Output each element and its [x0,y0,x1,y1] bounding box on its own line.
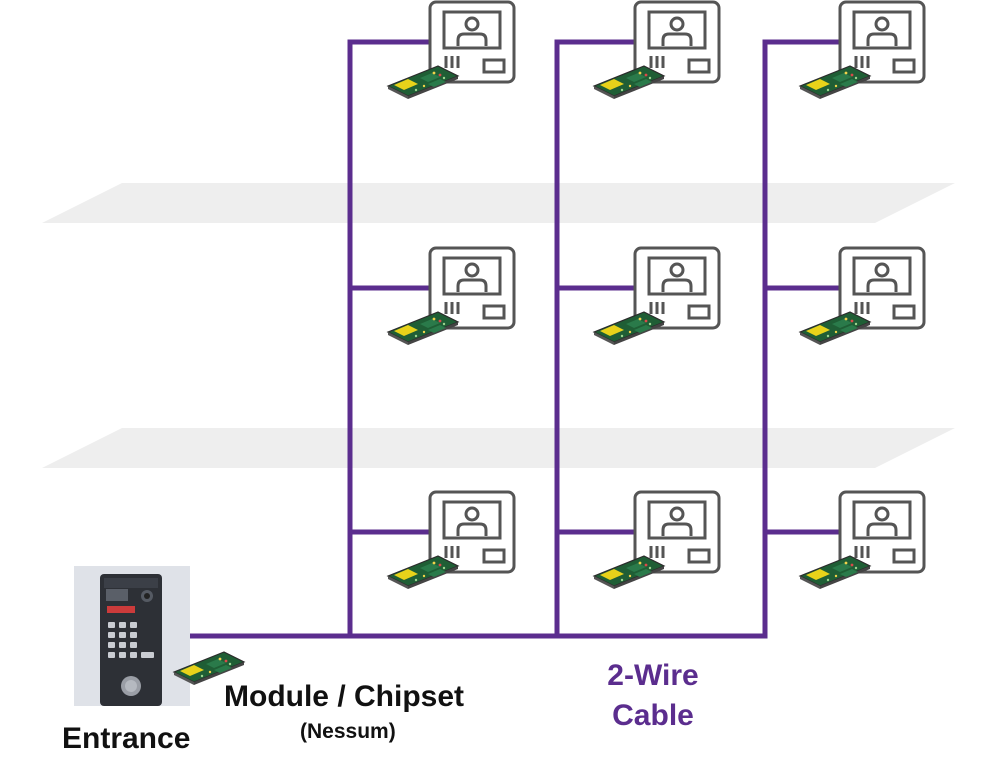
module-chipset-label: Module / Chipset [224,680,464,713]
floor-slab-lower [42,428,955,468]
module-chip-icon [387,555,459,590]
cable-label-line2: Cable [612,699,694,732]
module-chip-icon [799,311,871,346]
two-wire-cable-label: 2-Wire Cable [588,656,718,736]
entrance-panel-icon [74,566,190,706]
module-chip-icon [593,311,665,346]
entrance-label: Entrance [62,722,191,755]
module-chip-icon [387,311,459,346]
two-wire-cable [187,39,843,639]
module-chip-icon [593,555,665,590]
floor-slab-upper [42,183,955,223]
module-chip-icon [799,555,871,590]
module-chip-icon [593,65,665,100]
cable-label-line1: 2-Wire [607,659,699,692]
module-chip-icon [799,65,871,100]
nessum-label: (Nessum) [300,720,396,743]
module-chip-icon [387,65,459,100]
